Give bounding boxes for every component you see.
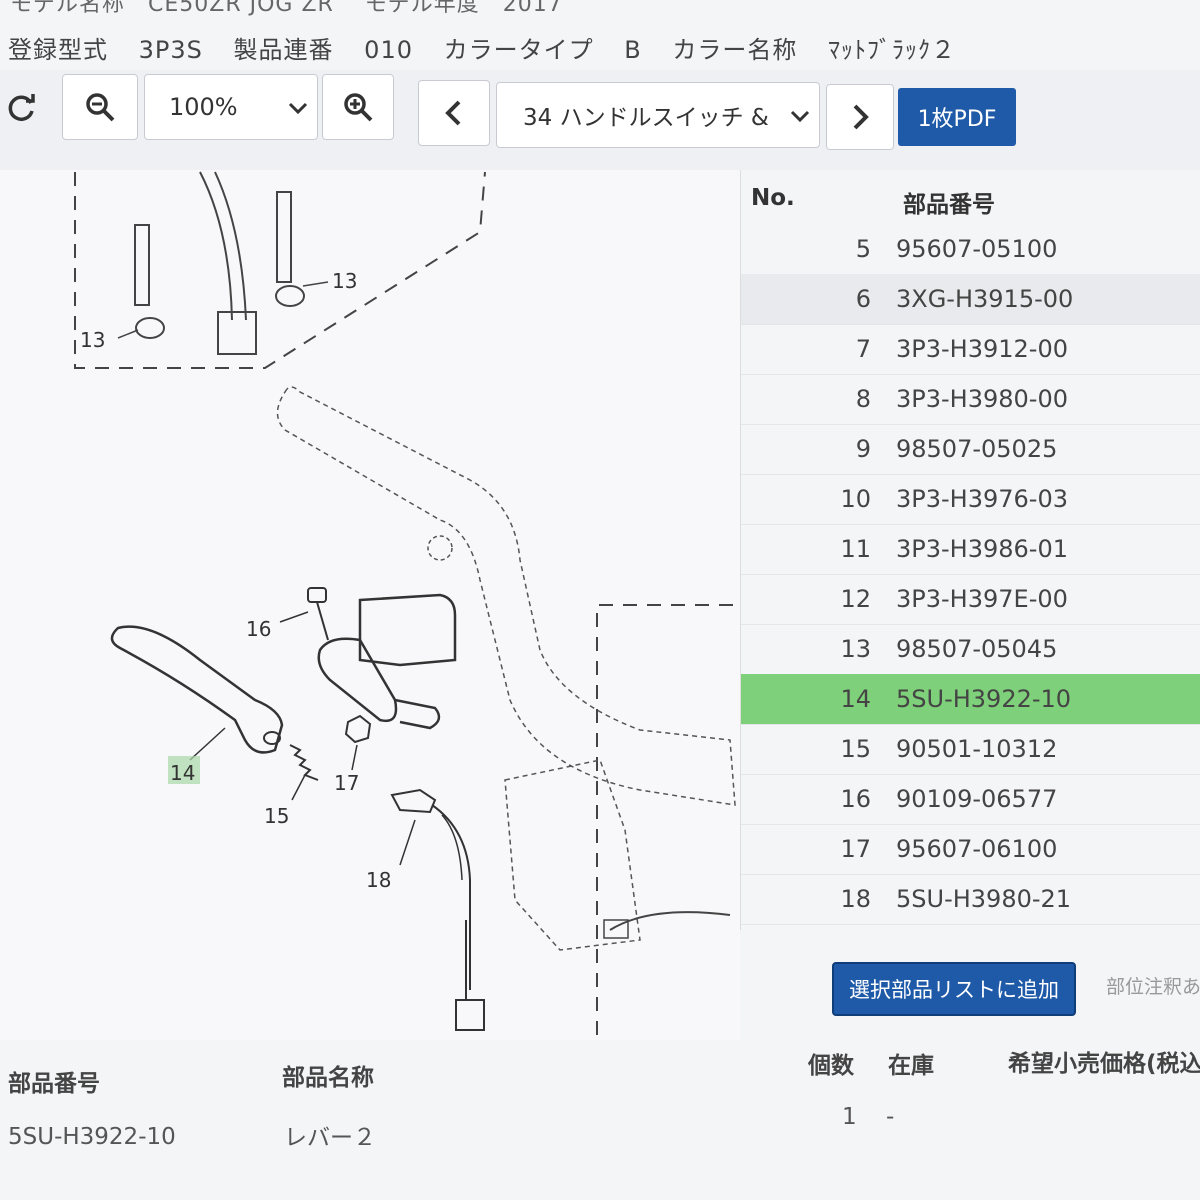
chevron-down-icon	[288, 102, 308, 115]
section-value: 34 ハンドルスイッチ &	[523, 105, 769, 131]
parts-row[interactable]: 16 90109-06577	[741, 774, 1200, 825]
part-detail: 部品番号 部品名称 個数 在庫 希望小売価格(税込 5SU-H3922-10 レ…	[0, 1040, 1200, 1200]
detail-header-part-number: 部品番号	[8, 1071, 100, 1097]
callout-14: 14	[170, 761, 195, 785]
parts-row[interactable]: 12 3P3-H397E-00	[741, 574, 1200, 625]
row-part-number: 3P3-H3912-00	[896, 335, 1068, 363]
zoom-in-button[interactable]	[322, 74, 394, 140]
reg-type-value: 3P3S	[138, 36, 203, 64]
pdf-button[interactable]: 1枚PDF	[898, 88, 1016, 146]
callout-15: 15	[264, 804, 289, 828]
row-no: 7	[855, 335, 871, 363]
detail-part-name: レバー２	[284, 1125, 376, 1151]
prev-section-button[interactable]	[418, 80, 490, 146]
detail-qty: 1	[842, 1104, 857, 1130]
row-no: 13	[840, 635, 871, 663]
row-part-number: 98507-05025	[896, 435, 1058, 463]
row-part-number: 5SU-H3922-10	[896, 685, 1072, 713]
zoom-select[interactable]: 100%	[144, 74, 318, 140]
zoom-out-button[interactable]	[62, 74, 138, 140]
callout-16: 16	[246, 617, 271, 641]
callout-13a: 13	[332, 269, 357, 293]
parts-row[interactable]: 14 5SU-H3922-10	[741, 674, 1200, 725]
reg-type-label: 登録型式	[8, 36, 108, 64]
section-select[interactable]: 34 ハンドルスイッチ &	[496, 82, 820, 148]
col-header-part-number: 部品番号	[903, 192, 995, 218]
callout-13b: 13	[80, 328, 105, 352]
row-part-number: 90501-10312	[896, 735, 1058, 763]
parts-row[interactable]: 15 90501-10312	[741, 724, 1200, 775]
color-type-value: B	[624, 36, 642, 64]
row-part-number: 3P3-H3986-01	[896, 535, 1068, 563]
detail-part-number: 5SU-H3922-10	[8, 1124, 176, 1150]
parts-row[interactable]: 10 3P3-H3976-03	[741, 474, 1200, 525]
row-no: 10	[840, 485, 871, 513]
parts-row[interactable]: 7 3P3-H3912-00	[741, 324, 1200, 375]
serial-value: 010	[364, 36, 413, 64]
row-part-number: 95607-06100	[896, 835, 1058, 863]
col-header-no: No.	[751, 185, 795, 211]
color-name-value: ﾏｯﾄﾌﾞﾗｯｸ２	[828, 36, 957, 64]
detail-header-price: 希望小売価格(税込	[1008, 1051, 1200, 1077]
registration-info: 登録型式 3P3S 製品連番 010 カラータイプ B カラー名称 ﾏｯﾄﾌﾞﾗ…	[8, 30, 978, 65]
chevron-right-icon	[853, 104, 869, 130]
row-no: 9	[855, 435, 871, 463]
parts-row[interactable]: 6 3XG-H3915-00	[741, 274, 1200, 325]
next-section-button[interactable]	[826, 84, 894, 150]
zoom-out-icon	[86, 93, 115, 122]
callout-17: 17	[334, 771, 359, 795]
row-part-number: 3P3-H3976-03	[896, 485, 1068, 513]
row-part-number: 3XG-H3915-00	[896, 285, 1074, 313]
row-no: 18	[840, 885, 871, 913]
refresh-icon	[8, 94, 35, 121]
refresh-button[interactable]	[0, 78, 46, 138]
serial-label: 製品連番	[233, 36, 334, 64]
parts-row[interactable]: 18 5SU-H3980-21	[741, 874, 1200, 925]
parts-row[interactable]: 5 95607-05100	[741, 224, 1200, 275]
row-no: 15	[840, 735, 871, 763]
detail-header-qty: 個数	[808, 1053, 854, 1079]
row-part-number: 95607-05100	[896, 235, 1058, 263]
part-note-link[interactable]: 部位注釈あ	[1106, 976, 1200, 998]
toolbar: 100% 34 ハンドルスイッチ & 1枚PDF	[0, 70, 1200, 171]
parts-row[interactable]: 8 3P3-H3980-00	[741, 374, 1200, 425]
model-info-line: モデル名称 CE50ZR JOG ZR モデル年度 2017	[10, 0, 563, 17]
zoom-in-icon	[344, 93, 373, 122]
add-to-list-button[interactable]: 選択部品リストに追加	[832, 962, 1076, 1016]
color-type-label: カラータイプ	[443, 36, 594, 64]
row-no: 16	[840, 785, 871, 813]
row-part-number: 90109-06577	[896, 785, 1058, 813]
parts-row[interactable]: 11 3P3-H3986-01	[741, 524, 1200, 575]
parts-diagram: 13 13 16 15 17 14	[0, 170, 740, 1040]
detail-header-stock: 在庫	[888, 1053, 934, 1079]
parts-row[interactable]: 9 98507-05025	[741, 424, 1200, 475]
row-part-number: 5SU-H3980-21	[896, 885, 1072, 913]
row-no: 11	[840, 535, 871, 563]
parts-table: No. 部品番号 5 95607-05100 6 3XG-H3915-00 7 3P3-H…	[740, 170, 1200, 930]
row-no: 6	[855, 285, 871, 313]
chevron-down-icon	[790, 110, 810, 123]
parts-row[interactable]: 13 98507-05045	[741, 624, 1200, 675]
chevron-left-icon	[445, 100, 461, 126]
zoom-value: 100%	[169, 93, 238, 121]
exploded-view-diagram: 13 13 16 15 17 14	[74, 171, 740, 1035]
row-part-number: 3P3-H3980-00	[896, 385, 1068, 413]
row-no: 12	[840, 585, 871, 613]
detail-header-part-name: 部品名称	[282, 1065, 374, 1091]
row-no: 14	[840, 685, 871, 713]
row-part-number: 98507-05045	[896, 635, 1058, 663]
row-no: 8	[855, 385, 871, 413]
callout-18: 18	[366, 868, 391, 892]
detail-stock: -	[886, 1104, 895, 1130]
row-part-number: 3P3-H397E-00	[896, 585, 1068, 613]
row-no: 17	[840, 835, 871, 863]
color-name-label: カラー名称	[672, 36, 798, 64]
parts-row[interactable]: 17 95607-06100	[741, 824, 1200, 875]
row-no: 5	[855, 235, 871, 263]
